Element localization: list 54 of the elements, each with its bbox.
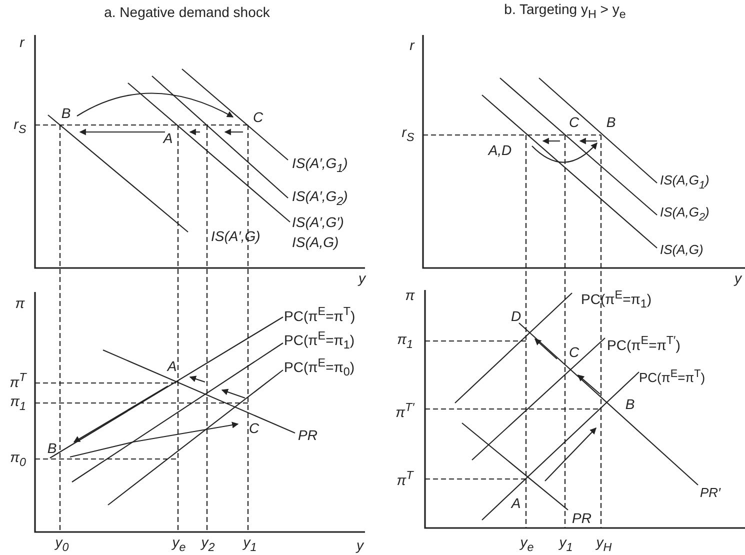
point-label: A,D	[488, 142, 512, 158]
point-label: B	[606, 114, 616, 130]
curve-label: IS(A′,G′)	[292, 214, 344, 230]
axis-label: r	[410, 37, 414, 53]
axis-label: y$_{e}$	[172, 534, 186, 555]
tick-label: π$^{T′}$	[396, 400, 414, 420]
point-label: B	[625, 396, 635, 412]
point-label: B	[47, 440, 57, 456]
axis-label: y$_{1}$	[243, 534, 257, 555]
panel-title: b. Targeting y$_{H}$ > y$_{e}$	[504, 1, 626, 23]
tick-label: π$^{T}$	[10, 370, 26, 390]
tick-label: π$^{T}$	[396, 468, 414, 488]
axis-label: π	[405, 287, 415, 303]
curve-label: PC(π$^{E}$=π$^{T}$)	[284, 304, 356, 324]
curve-label: PC(π$^{E}$=π$_{0}$)	[284, 355, 355, 381]
point-label: C	[248, 420, 260, 436]
axis-label: y$_{H}$	[596, 534, 612, 555]
axis-label: y$_{e}$	[520, 534, 534, 555]
curve-label: PR	[572, 510, 592, 526]
axis-label: y	[734, 270, 742, 286]
curve-label: PC(π$^{E}$=π$^{T}$)	[639, 366, 706, 386]
curve-label: IS(A,G)	[292, 234, 339, 250]
tick-label: r$_{S}$	[14, 116, 26, 138]
curve-label: PC(π$^{E}$=π$_{1}$)	[284, 328, 355, 354]
axis-label: y$_{1}$	[559, 534, 573, 555]
curve-label: PC(π$^{E}$=π$_{1}$)	[581, 287, 652, 313]
point-label: A	[511, 495, 521, 511]
axis-label: r	[20, 34, 24, 50]
axis-label: π	[15, 295, 25, 311]
axis-label: y$_{2}$	[201, 534, 215, 555]
curve-label: IS(A′,G)	[211, 228, 260, 244]
curve-label: PR′	[700, 485, 720, 501]
axis-label: y$_{0}$	[55, 534, 69, 555]
curve-label: IS(A,G)	[660, 242, 704, 258]
axis-label: y	[358, 270, 366, 286]
point-label: A	[163, 130, 173, 146]
curve-label: PC(π$^{E}$=π$^{T′}$)	[607, 333, 680, 353]
point-label: C	[568, 114, 580, 130]
point-label: C	[252, 109, 264, 125]
curve-label: IS(A′,G$_{1}$)	[292, 155, 348, 177]
curve-label: PR	[298, 427, 318, 443]
tick-label: π$_{1}$	[10, 393, 26, 415]
panel-title: a. Negative demand shock	[104, 4, 270, 20]
curve-label: IS(A,G$_{1}$)	[660, 172, 710, 194]
point-label: C	[568, 344, 580, 360]
curve-label: IS(A′,G$_{2}$)	[292, 188, 348, 210]
tick-label: π$_{1}$	[397, 331, 413, 353]
tick-label: π$_{0}$	[10, 449, 26, 471]
axis-label: y	[356, 537, 364, 553]
point-label: D	[510, 308, 522, 324]
curve-label: IS(A,G$_{2}$)	[660, 204, 710, 226]
tick-label: r$_{S}$	[402, 124, 414, 146]
point-label: A	[167, 358, 177, 374]
point-label: B	[61, 105, 71, 121]
